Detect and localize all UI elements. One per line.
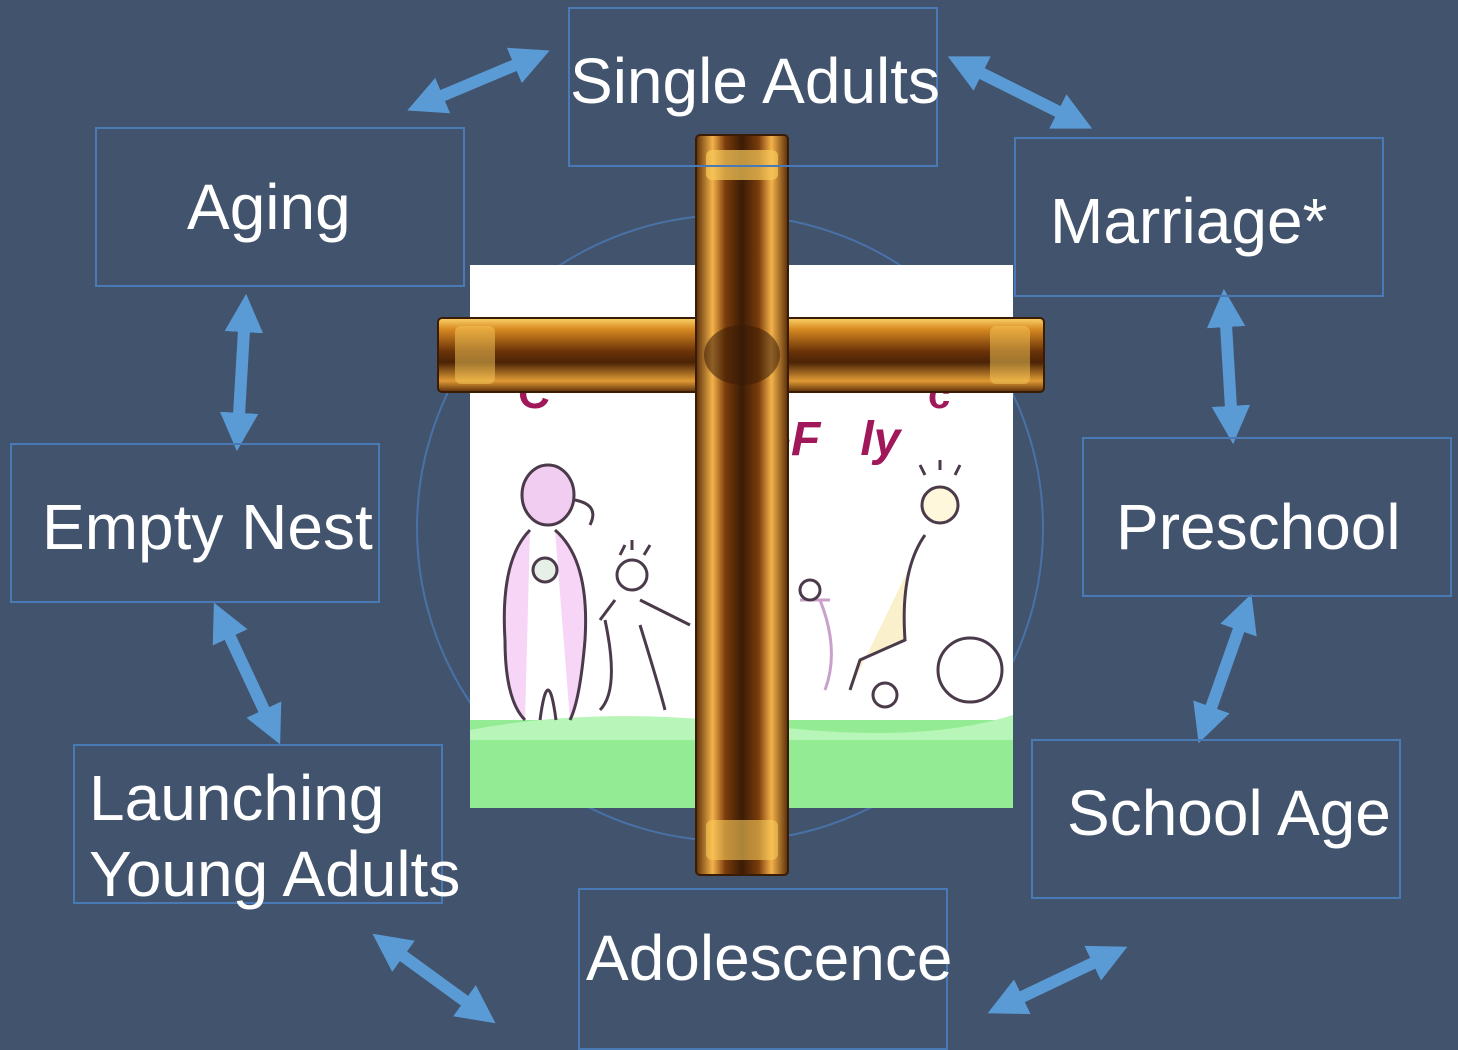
arrow-adolescence-launching [372,933,496,1024]
stage-label-line-1: Launching [89,762,385,834]
stage-label: Single Adults [570,45,941,117]
stage-single-adults: Single Adults [568,7,941,167]
stage-label: Adolescence [586,922,953,994]
arrow-launching-empty-nest [212,602,282,745]
arrow-aging-single-adults [407,47,550,114]
stage-preschool: Preschool [1082,437,1452,597]
arrow-preschool-school-age [1193,593,1257,744]
arrow-marriage-preschool [1206,288,1251,445]
stage-label: School Age [1067,777,1391,849]
stage-label: Empty Nest [42,491,373,563]
picture-text-family: -F ly [655,413,994,466]
arrow-empty-nest-aging [219,293,264,452]
stage-empty-nest: Empty Nest [10,443,380,603]
stage-label: Marriage* [1050,185,1328,257]
arrow-single-adults-marriage [947,56,1093,129]
stage-aging: Aging [95,127,465,287]
stage-launching-young-adults: Launching Young Adults [73,744,460,910]
stage-label-line-2: Young Adults [89,838,461,910]
stage-school-age: School Age [1031,739,1401,899]
arrow-school-age-adolescence [987,945,1128,1015]
stage-label: Preschool [1116,491,1401,563]
stage-label: Aging [187,171,351,243]
stage-marriage: Marriage* [1014,137,1384,297]
cycle-arrows [212,47,1257,1024]
cross-icon [437,134,1045,876]
stage-adolescence: Adolescence [578,888,952,1050]
